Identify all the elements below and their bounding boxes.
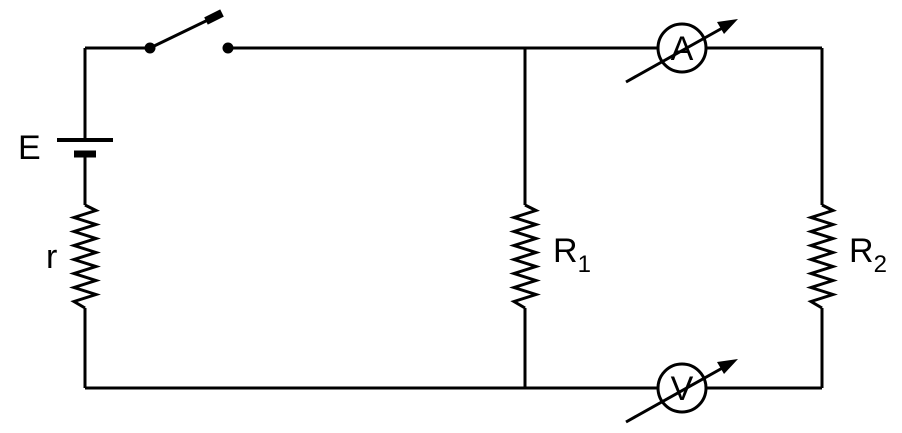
- ammeter-arrow-line: [625, 24, 727, 84]
- switch-lever: [149, 17, 211, 50]
- voltmeter: V: [625, 359, 738, 424]
- internal-resistor: [69, 203, 101, 310]
- switch-fixed-contact: [222, 42, 234, 54]
- resistor-r2: [806, 203, 838, 310]
- r1-label-subscript: 1: [578, 251, 591, 278]
- r1-label-main: R: [553, 232, 578, 270]
- ammeter-body: [656, 22, 708, 74]
- voltmeter-arrow-head: [717, 359, 738, 374]
- switch: [144, 9, 234, 54]
- ammeter-arrow-head: [717, 19, 738, 34]
- r2-label-subscript: 2: [874, 251, 887, 278]
- battery: [57, 138, 113, 158]
- voltmeter-body: [656, 362, 708, 414]
- ammeter: A: [625, 19, 738, 84]
- resistor-r1: [509, 203, 541, 310]
- r2-label-main: R: [849, 232, 874, 270]
- internal-resistance-label: r: [46, 238, 57, 276]
- emf-label: E: [18, 129, 41, 167]
- voltmeter-arrow-line: [625, 364, 727, 424]
- r1-label: R1: [553, 232, 591, 278]
- switch-handle: [204, 9, 224, 25]
- wires: [83, 46, 824, 390]
- r2-label: R2: [849, 232, 887, 278]
